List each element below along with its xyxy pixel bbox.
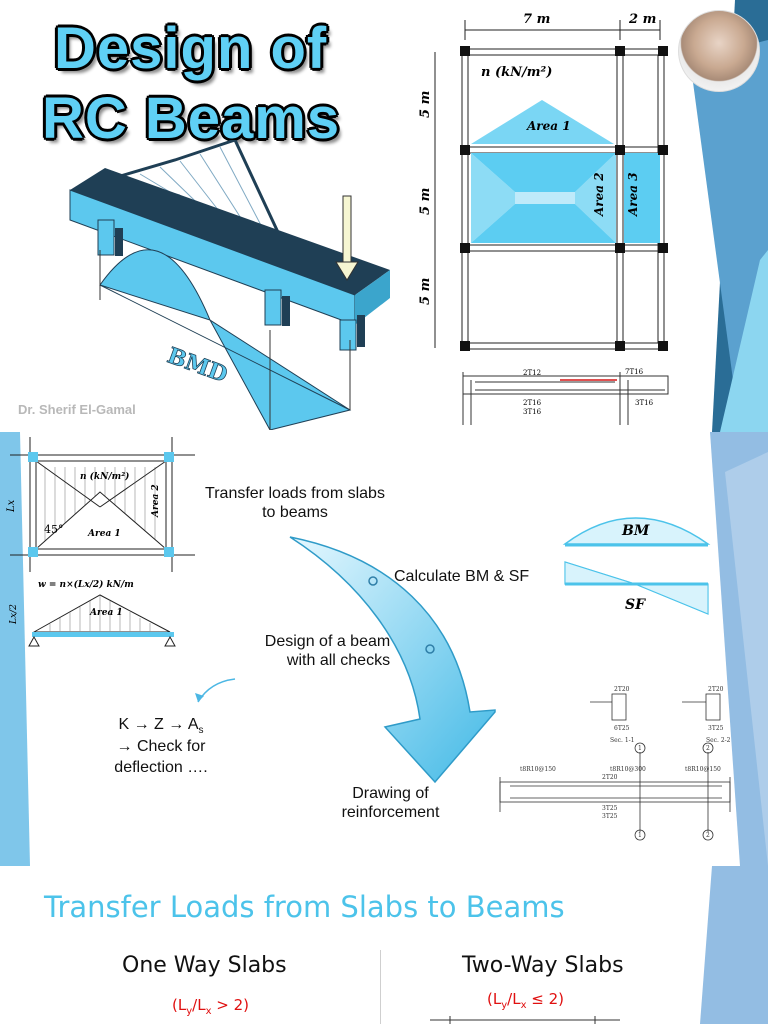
area-1-label: Area 1 bbox=[526, 119, 571, 133]
main-top: 2T20 bbox=[602, 774, 618, 781]
stirrups-mid: t8R10@300 bbox=[610, 766, 646, 773]
slab-angle: 45° bbox=[44, 523, 64, 536]
sec2-top: 2T20 bbox=[708, 686, 724, 693]
step-design-line1: Design of a beam bbox=[264, 633, 391, 650]
formula-line2: → Check for bbox=[116, 738, 206, 756]
slab-area1: Area 1 bbox=[87, 529, 121, 539]
beam-3d-illustration: BMD bbox=[69, 140, 390, 430]
author-photo bbox=[678, 10, 760, 92]
area-3-label: Area 3 bbox=[626, 172, 640, 217]
sec2-name: Sec. 2-2 bbox=[706, 737, 731, 744]
design-formula: K → Z → As → Check for deflection …. bbox=[96, 715, 226, 779]
bmd-shape bbox=[99, 249, 352, 430]
step-drawing-line1: Drawing of bbox=[352, 785, 429, 802]
dim-5m-3: 5 m bbox=[418, 278, 433, 305]
stirrups-right: t8R10@150 bbox=[685, 766, 721, 773]
beam-area1: Area 1 bbox=[89, 608, 123, 618]
marker-1-top: 1 bbox=[638, 745, 642, 752]
step-drawing-reinforcement: Drawing of reinforcement bbox=[318, 784, 463, 822]
reinforcement-drawing: 2T20 6T25 Sec. 1-1 2T20 3T25 Sec. 2-2 2T… bbox=[499, 686, 731, 841]
slab-load-diagram: n (kN/m²) Area 1 Area 2 45° Lx w = n×(Lx… bbox=[6, 437, 195, 647]
beam-longitudinal-section bbox=[462, 372, 669, 425]
bm-curve bbox=[562, 517, 711, 545]
step-transfer-loads: Transfer loads from slabs to beams bbox=[200, 484, 390, 522]
area-1-triangle bbox=[471, 100, 614, 144]
beam-top bbox=[70, 168, 390, 295]
two-way-slab-sketch bbox=[430, 1016, 620, 1024]
pointer-arrow bbox=[195, 678, 236, 703]
workflow-panel: n (kN/m²) Area 1 Area 2 45° Lx w = n×(Lx… bbox=[0, 432, 768, 866]
author-credit: Dr. Sherif El-Gamal bbox=[18, 402, 136, 417]
step-design-line2: with all checks bbox=[286, 652, 391, 670]
two-way-condition: (Ly/Lx ≤ 2) bbox=[487, 990, 564, 1011]
cover-panel: Design of RC Beams BMD Dr. Sherif E bbox=[0, 0, 768, 432]
one-way-condition: (Ly/Lx > 2) bbox=[172, 996, 249, 1017]
step-drawing-line2: reinforcement bbox=[341, 804, 440, 822]
dim-5m-1: 5 m bbox=[418, 91, 433, 118]
slab-load-label: n (kN/m²) bbox=[80, 471, 129, 482]
step-design-beam: Design of a beam with all checks bbox=[240, 632, 415, 670]
step-transfer-loads-text: Transfer loads from slabs to beams bbox=[205, 485, 385, 522]
main-bot1: 3T25 bbox=[602, 805, 618, 812]
formula-sub: s bbox=[198, 725, 204, 737]
main-bot2: 3T25 bbox=[602, 813, 618, 820]
slab-area2: Area 2 bbox=[151, 484, 161, 518]
dim-2m: 2 m bbox=[628, 12, 656, 27]
title-line-2: RC Beams bbox=[42, 86, 341, 151]
two-way-slabs-title: Two-Way Slabs bbox=[462, 953, 624, 978]
section-title: Transfer Loads from Slabs to Beams bbox=[44, 890, 565, 924]
formula-line3: deflection …. bbox=[114, 758, 208, 776]
marker-2-top: 2 bbox=[706, 745, 710, 752]
sec2-bot: 3T25 bbox=[708, 725, 724, 732]
column-divider bbox=[380, 950, 381, 1024]
bar-7t16: 7T16 bbox=[625, 368, 644, 376]
flow-arrow bbox=[289, 536, 496, 784]
sec1-top: 2T20 bbox=[614, 686, 630, 693]
stirrups-left: t8R10@150 bbox=[520, 766, 556, 773]
dim-7m: 7 m bbox=[523, 12, 550, 27]
step-calculate-bm-sf: Calculate BM & SF bbox=[394, 568, 530, 585]
sec1-bot: 6T25 bbox=[614, 725, 630, 732]
bar-3t16-a: 3T16 bbox=[523, 408, 542, 416]
w-formula: w = n×(Lx/2) kN/m bbox=[38, 579, 134, 590]
sf-label: SF bbox=[625, 597, 646, 613]
marker-2-bottom: 2 bbox=[706, 832, 710, 839]
title-line-1: Design of bbox=[54, 16, 328, 81]
bar-3t16-b: 3T16 bbox=[635, 399, 654, 407]
slab-plan-drawing: 7 m 2 m 5 m 5 m 5 m n (kN/m²) Area 1 Are… bbox=[418, 12, 669, 425]
bar-2t16: 2T16 bbox=[523, 399, 542, 407]
dim-5m-2: 5 m bbox=[418, 188, 433, 215]
one-way-slabs-title: One Way Slabs bbox=[122, 953, 287, 978]
sec1-name: Sec. 1-1 bbox=[610, 737, 635, 744]
bar-2t12: 2T12 bbox=[523, 369, 541, 377]
bm-label: BM bbox=[621, 523, 650, 539]
area-2-label: Area 2 bbox=[592, 172, 606, 217]
bm-sf-diagrams: BM SF bbox=[562, 517, 711, 615]
marker-1-bottom: 1 bbox=[638, 832, 642, 839]
formula-line1: K → Z → A bbox=[118, 716, 199, 733]
half-span: Lx/2 bbox=[9, 604, 19, 625]
bmd-label: BMD bbox=[164, 343, 231, 389]
load-label: n (kN/m²) bbox=[481, 65, 552, 80]
slab-span: Lx bbox=[6, 499, 17, 513]
